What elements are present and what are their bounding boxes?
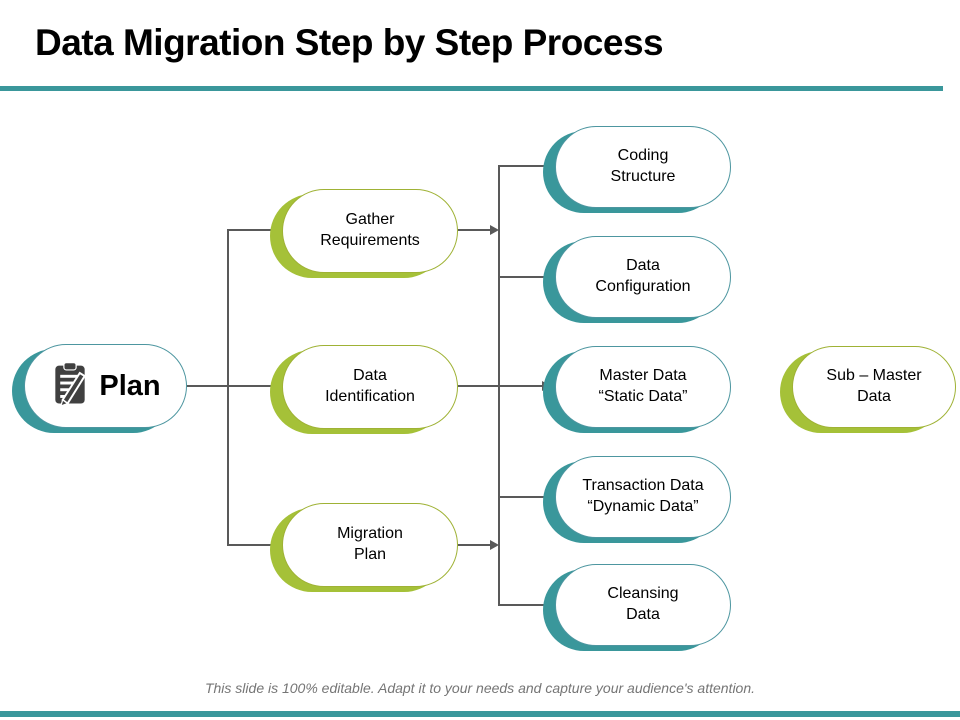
node-label: Transaction Data “Dynamic Data” (582, 477, 704, 515)
node-data-configuration[interactable]: Data Configuration (543, 236, 731, 323)
node-coding-structure[interactable]: Coding Structure (543, 126, 731, 213)
node-sub-master-data[interactable]: Sub – Master Data (780, 346, 956, 433)
node-body: Coding Structure (555, 126, 731, 208)
node-body: Sub – Master Data (792, 346, 956, 428)
connector-to-coding (499, 165, 546, 167)
connector-to-transaction (499, 496, 546, 498)
arrowhead-gather-out-icon (490, 225, 499, 235)
connector-identification-to-master (458, 385, 542, 387)
bottom-accent-bar (0, 711, 960, 717)
connector-to-identification (227, 385, 273, 387)
connector-to-configuration (499, 276, 546, 278)
node-body: Data Configuration (555, 236, 731, 318)
node-label: Sub – Master Data (826, 367, 922, 405)
node-body: Cleansing Data (555, 564, 731, 646)
node-label: Migration Plan (337, 525, 403, 563)
node-label: Master Data “Static Data” (598, 367, 688, 405)
node-label: Gather Requirements (320, 211, 420, 249)
connector-to-cleansing (499, 604, 546, 606)
node-transaction-data[interactable]: Transaction Data “Dynamic Data” (543, 456, 731, 543)
node-migration-plan[interactable]: Migration Plan (270, 503, 458, 592)
node-body: Gather Requirements (282, 189, 458, 273)
node-body: Transaction Data “Dynamic Data” (555, 456, 731, 538)
node-label: Data Identification (325, 367, 415, 405)
node-master-data[interactable]: Master Data “Static Data” (543, 346, 731, 433)
node-body: Master Data “Static Data” (555, 346, 731, 428)
node-label: Data Configuration (595, 257, 691, 295)
connector-migration-out (458, 544, 490, 546)
node-body: Plan (24, 344, 187, 428)
footer-note: This slide is 100% editable. Adapt it to… (204, 680, 756, 696)
node-body: Data Identification (282, 345, 458, 429)
node-data-identification[interactable]: Data Identification (270, 345, 458, 434)
connector-to-gather (227, 229, 273, 231)
title-underline-bar (0, 86, 943, 91)
arrowhead-migration-out-icon (490, 540, 499, 550)
node-gather-requirements[interactable]: Gather Requirements (270, 189, 458, 278)
node-label: Cleansing Data (607, 585, 679, 623)
page-title: Data Migration Step by Step Process (35, 22, 664, 63)
connector-plan-out (187, 385, 228, 387)
connector-left-vertical (227, 229, 229, 546)
node-body: Migration Plan (282, 503, 458, 587)
node-label: Coding Structure (610, 147, 676, 185)
node-label: Plan (99, 369, 161, 402)
node-cleansing-data[interactable]: Cleansing Data (543, 564, 731, 651)
node-plan[interactable]: Plan (12, 344, 187, 433)
connector-to-migration (227, 544, 273, 546)
connector-gather-out (458, 229, 490, 231)
clipboard-pencil-icon (50, 361, 90, 411)
